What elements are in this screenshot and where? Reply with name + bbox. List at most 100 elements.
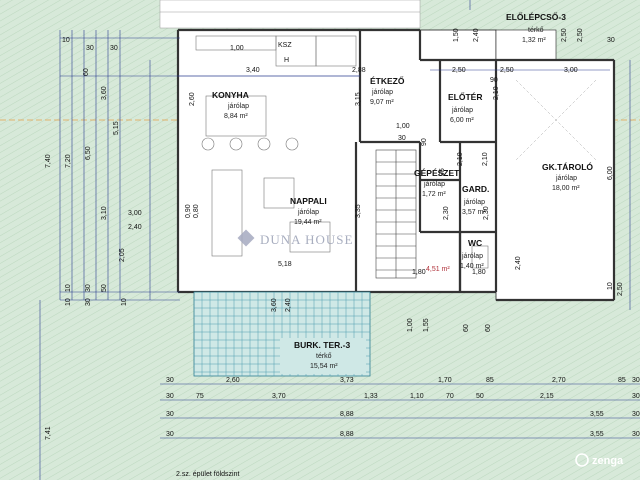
svg-text:3,35: 3,35 [355,204,362,218]
svg-text:1,70: 1,70 [438,377,452,384]
room-gktarolo: GK.TÁROLÓ járólap 18,00 m² [542,161,593,192]
building-main [177,29,497,293]
room-nappali: NAPPALI járólap 19,44 m² [290,196,327,226]
svg-text:10: 10 [121,298,128,306]
svg-text:GARD.: GARD. [462,184,489,194]
staircase [375,149,417,279]
svg-text:KONYHA: KONYHA [212,90,249,100]
svg-text:10: 10 [65,284,72,292]
room-eloepcso: ELŐLÉPCSŐ-3 térkő 1,32 m² [506,11,566,44]
svg-text:ÉTKEZŐ: ÉTKEZŐ [370,75,405,86]
duna-house-watermark: DUNA HOUSE [237,229,353,247]
svg-text:6,50: 6,50 [85,146,92,160]
svg-text:0,90: 0,90 [185,204,192,218]
svg-text:járólap: járólap [461,253,483,260]
svg-text:70: 70 [446,393,454,400]
dimension-labels: 1,00 3,40 2,88 1,50 2,40 2,50 2,50 2,50 … [45,28,640,440]
svg-text:2,10: 2,10 [482,152,489,166]
svg-text:30: 30 [166,431,174,438]
svg-text:1,80: 1,80 [412,269,426,276]
svg-text:90: 90 [421,138,428,146]
svg-text:60: 60 [83,68,90,76]
svg-text:95: 95 [439,168,446,176]
svg-text:GK.TÁROLÓ: GK.TÁROLÓ [542,161,593,172]
svg-text:1,32 m²: 1,32 m² [522,37,546,44]
svg-text:10: 10 [65,298,72,306]
svg-text:0,80: 0,80 [193,204,200,218]
svg-text:BURK. TER.-3: BURK. TER.-3 [294,340,350,350]
svg-text:18,00 m²: 18,00 m² [552,185,580,192]
svg-text:1,10: 1,10 [410,393,424,400]
svg-text:GÉPÉSZET: GÉPÉSZET [414,168,460,178]
svg-text:1,50: 1,50 [453,28,460,42]
svg-text:2,40: 2,40 [128,224,142,231]
svg-text:járólap: járólap [451,107,473,114]
fixture-h: H [284,57,289,64]
svg-text:30: 30 [607,37,615,44]
svg-text:75: 75 [196,393,204,400]
garage-diagonals [515,79,597,161]
svg-text:járólap: járólap [463,199,485,206]
svg-text:2,60: 2,60 [189,92,196,106]
svg-text:1,72 m²: 1,72 m² [422,191,446,198]
room-wc: WC járólap 1,40 m² [460,238,484,270]
svg-text:járólap: járólap [227,103,249,110]
svg-text:3,70: 3,70 [272,393,286,400]
svg-text:zenga: zenga [592,455,624,467]
room-konyha: KONYHA járólap 8,84 m² [212,90,249,120]
svg-text:2,50: 2,50 [561,28,568,42]
top-strip [159,0,421,29]
svg-text:2,05: 2,05 [119,248,126,262]
svg-text:3,55: 3,55 [590,411,604,418]
svg-text:3,73: 3,73 [340,377,354,384]
svg-text:2,30: 2,30 [483,206,490,220]
svg-text:2,88: 2,88 [352,67,366,74]
svg-text:30: 30 [398,135,406,142]
svg-text:3,00: 3,00 [128,210,142,217]
zenga-watermark: zenga [575,453,624,467]
svg-text:DUNA HOUSE: DUNA HOUSE [260,232,353,247]
svg-text:90: 90 [490,77,498,84]
svg-text:30: 30 [632,411,640,418]
svg-text:3,15: 3,15 [355,92,362,106]
room-gard: GARD. járólap 3,57 m² [462,184,489,216]
svg-text:1,00: 1,00 [230,45,244,52]
zenga-logo-icon [575,453,589,467]
svg-text:10: 10 [607,282,614,290]
svg-text:2,40: 2,40 [515,256,522,270]
svg-text:85: 85 [486,377,494,384]
svg-text:6,00 m²: 6,00 m² [450,117,474,124]
svg-text:1,00: 1,00 [407,318,414,332]
plan-caption: 2.sz. épület földszint [176,471,239,478]
svg-text:50: 50 [476,393,484,400]
furniture [195,35,489,269]
svg-text:2,15: 2,15 [540,393,554,400]
room-gepeszet: GÉPÉSZET járólap 1,72 m² [414,168,460,198]
svg-text:30: 30 [85,284,92,292]
svg-text:7,41: 7,41 [45,426,52,440]
svg-text:járólap: járólap [371,89,393,96]
svg-text:7,20: 7,20 [65,154,72,168]
svg-text:ELŐTÉR: ELŐTÉR [448,91,482,102]
svg-text:85: 85 [618,377,626,384]
svg-text:3,55: 3,55 [590,431,604,438]
svg-text:30: 30 [166,377,174,384]
svg-text:6,00: 6,00 [607,166,614,180]
entry-step [495,29,557,61]
svg-text:3,57 m²: 3,57 m² [462,209,486,216]
svg-text:30: 30 [110,45,118,52]
svg-text:1,55: 1,55 [423,318,430,332]
svg-text:járólap: járólap [423,181,445,188]
svg-text:10: 10 [62,37,70,44]
svg-text:WC: WC [468,238,482,248]
room-eloter: ELŐTÉR járólap 6,00 m² [448,91,482,124]
svg-text:2,50: 2,50 [452,67,466,74]
svg-text:30: 30 [632,431,640,438]
svg-text:4,51 m²: 4,51 m² [426,266,450,273]
svg-text:30: 30 [85,298,92,306]
svg-text:2,30: 2,30 [443,206,450,220]
svg-text:1,33: 1,33 [364,393,378,400]
svg-text:30: 30 [632,377,640,384]
svg-text:2,70: 2,70 [552,377,566,384]
svg-text:NAPPALI: NAPPALI [290,196,327,206]
